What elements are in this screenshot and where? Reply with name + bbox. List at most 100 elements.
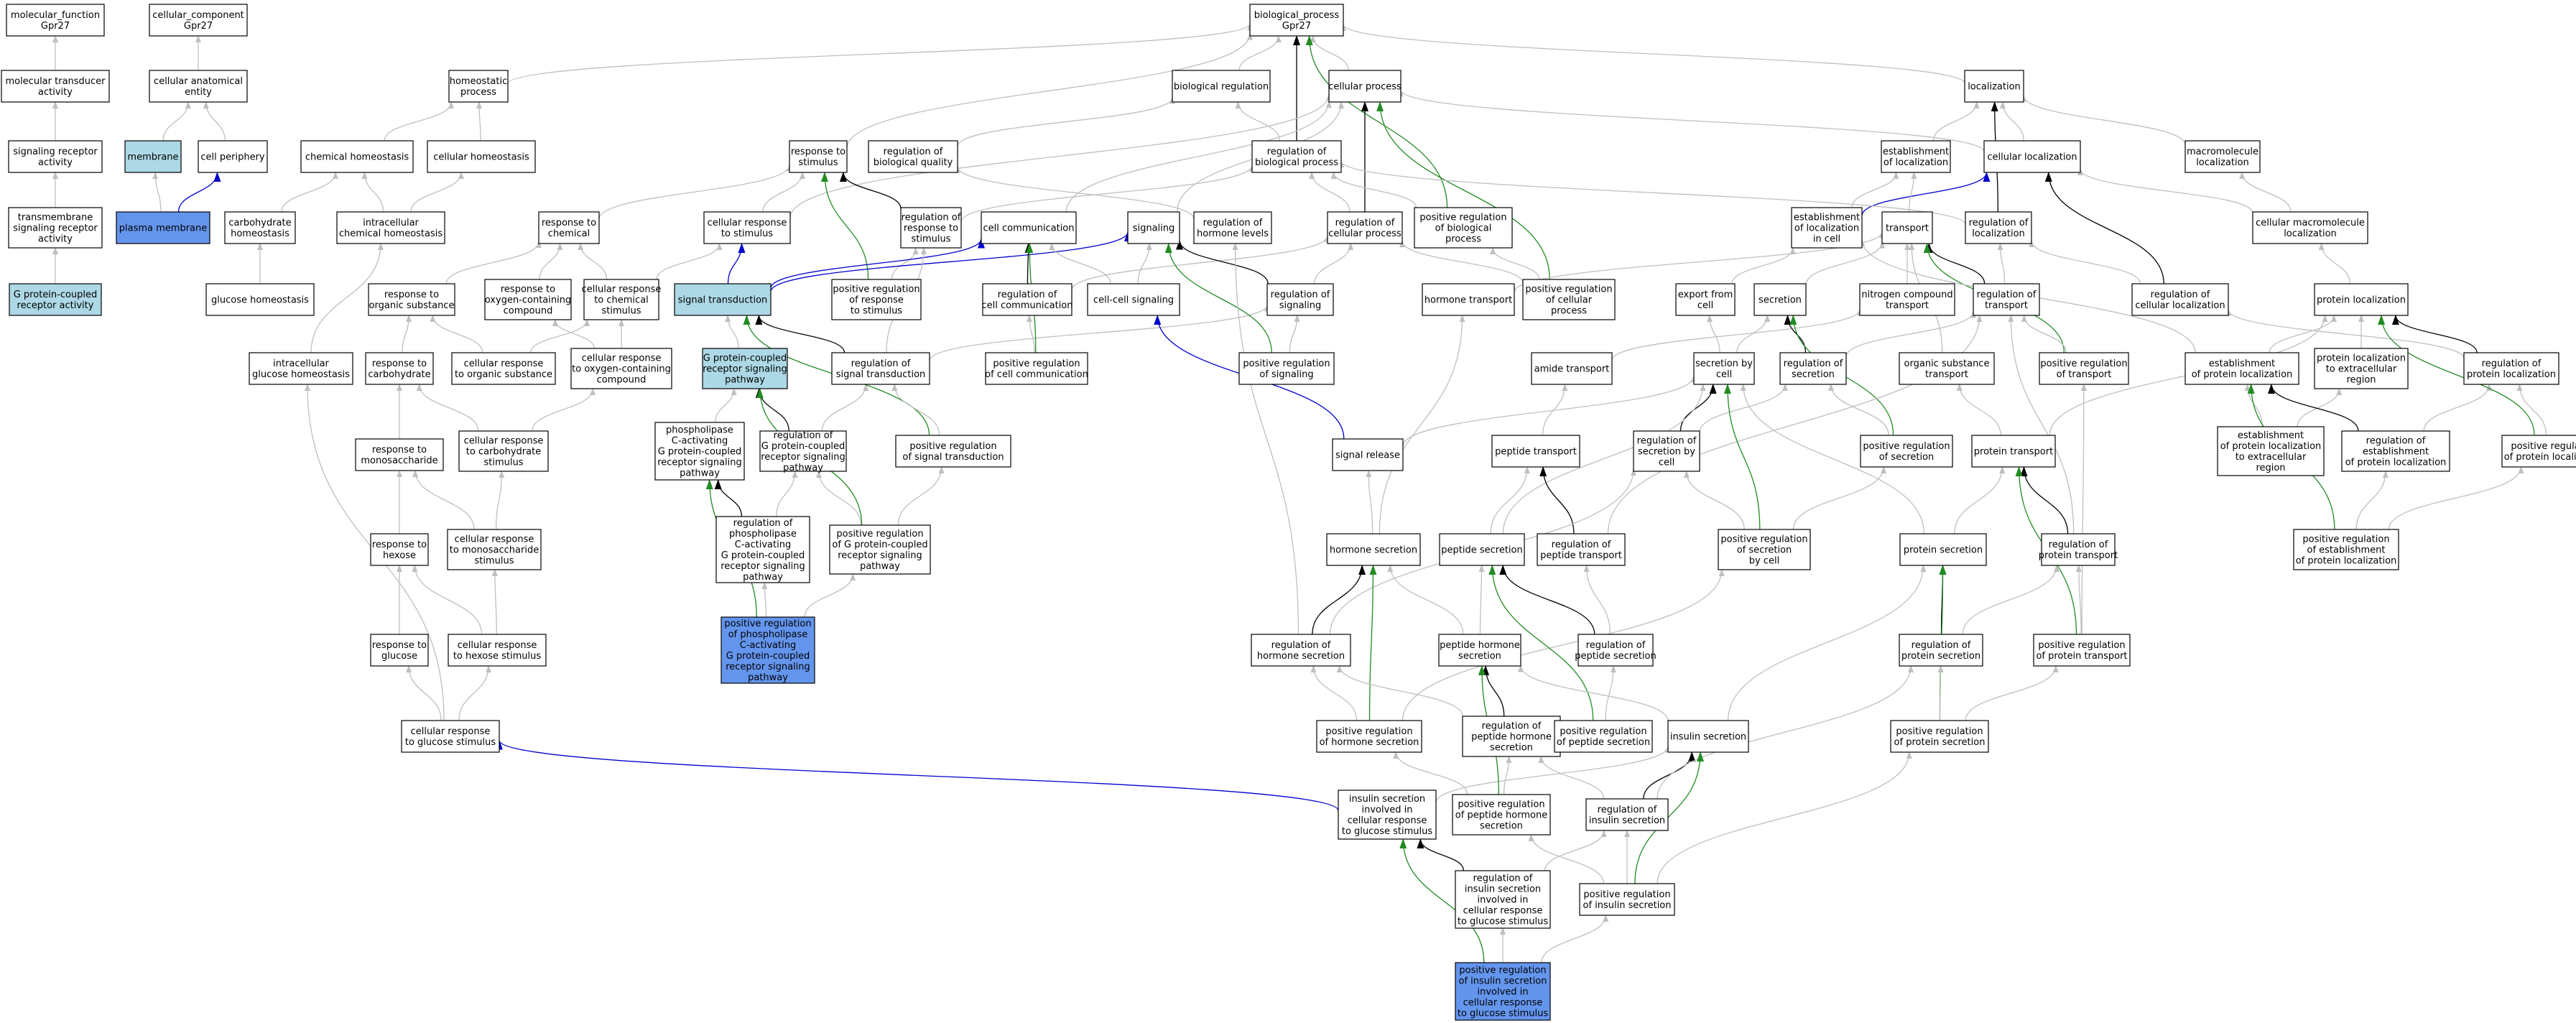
node-cp[interactable]: cellular process [1328, 70, 1401, 103]
node-rplcgp[interactable]: regulation ofphospholipaseC-activatingG … [715, 516, 810, 583]
node-protsec[interactable]: protein secretion [1899, 533, 1987, 566]
node-prot[interactable]: protein transport [1971, 435, 2056, 468]
node-st[interactable]: signal transduction [674, 283, 772, 316]
node-cloc[interactable]: cellular localization [1983, 140, 2081, 173]
node-loc[interactable]: localization [1964, 70, 2024, 103]
node-ccsig[interactable]: cell-cell signaling [1087, 283, 1180, 316]
node-chemh[interactable]: chemical homeostasis [300, 140, 414, 173]
node-mem[interactable]: membrane [124, 140, 182, 173]
node-breg[interactable]: biological regulation [1172, 70, 1271, 103]
node-srel[interactable]: signal release [1332, 438, 1404, 471]
node-pm[interactable]: plasma membrane [116, 211, 210, 244]
node-ccom[interactable]: cell communication [981, 211, 1077, 244]
node-isec[interactable]: insulin secretion [1667, 720, 1749, 753]
node-ht[interactable]: hormone transport [1422, 283, 1515, 316]
node-psec[interactable]: peptide secretion [1439, 533, 1525, 566]
node-cper[interactable]: cell periphery [198, 140, 268, 173]
node-hsec[interactable]: hormone secretion [1326, 533, 1421, 566]
node-sec[interactable]: secretion [1753, 283, 1807, 316]
node-amt[interactable]: amide transport [1531, 352, 1613, 385]
node-cellh[interactable]: cellular homeostasis [427, 140, 536, 173]
node-ploc[interactable]: protein localization [2314, 283, 2409, 316]
node-trans[interactable]: transport [1881, 211, 1933, 244]
